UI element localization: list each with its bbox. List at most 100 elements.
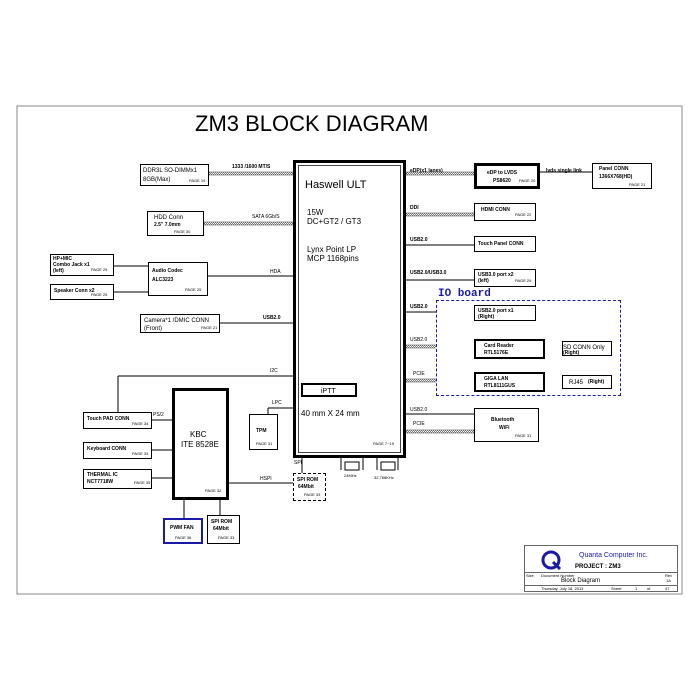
- lpc-label: LPC: [272, 400, 282, 406]
- doc-number-label: Document Number: [541, 573, 575, 578]
- camera-page: PAGE 21: [201, 325, 218, 330]
- ddr-label: DDR3L SO-DIMMx1: [143, 168, 198, 174]
- title-block-divider-2: [525, 585, 677, 586]
- camera-label: Camera*1 /DMIC CONN: [144, 318, 210, 324]
- ddr-page: PAGE 19: [189, 178, 206, 183]
- edp-bridge-label: eDP to LVDS: [487, 170, 518, 176]
- pwm-fan-label: PWM FAN: [170, 525, 194, 531]
- lan-bus-label: PCIE: [413, 371, 425, 377]
- io-board-label: IO board: [438, 288, 491, 300]
- diagram-title: ZM3 BLOCK DIAGRAM: [195, 111, 429, 136]
- company-name: Quanta Computer Inc.: [579, 552, 648, 559]
- tpm-label: TPM: [256, 428, 267, 434]
- kbc-spi-rom-size: 64Mbit: [213, 526, 229, 532]
- pwm-fan-block: PWM FAN PAGE 36: [163, 518, 203, 544]
- title-block-divider: [525, 572, 677, 573]
- sd-conn-label: SD CONN Only: [563, 345, 605, 351]
- bt-usb-label: USB2.0: [410, 407, 428, 413]
- i2c-label: I2C: [270, 368, 278, 374]
- panel-label: Panel CONN: [599, 166, 629, 172]
- pch-spi-rom-page: PAGE 33: [304, 492, 321, 497]
- camera-location: (Front): [144, 326, 162, 332]
- keyboard-label: Keyboard CONN: [87, 446, 127, 452]
- cpu-graphics: DC+GT2 / GT3: [307, 217, 362, 226]
- hda-bus-label: HDA: [270, 269, 281, 275]
- usb3-port-label: USB3.0 port x2: [478, 272, 514, 278]
- bt-pcie-bus: [405, 429, 475, 434]
- kbc-block: KBC ITE 8528E PAGE 32: [172, 388, 229, 500]
- touch-bus-label: USB2.0: [410, 237, 428, 243]
- hdd-size: 2.5" 7.0mm: [154, 222, 181, 228]
- kbc-spi-rom-block: SPI ROM 64Mbit PAGE 33: [207, 515, 240, 544]
- ddr-capacity: 8GB(Max): [143, 177, 171, 183]
- sd-conn-side: (Right): [563, 350, 580, 356]
- thermal-block: THERMAL IC NCT7718W PAGE 35: [83, 469, 152, 489]
- thermal-page: PAGE 35: [134, 480, 151, 485]
- usb3-bus-label: USB2.0/USB3.0: [410, 270, 447, 276]
- bt-label: Bluetooth: [491, 417, 515, 423]
- edp-bus-label: eDP(x1 lanes): [410, 168, 443, 174]
- iptt-block: iPTT: [301, 383, 357, 397]
- hdmi-label: HDMI CONN: [481, 207, 510, 213]
- cpu-size: 40 mm X 24 mm: [301, 409, 360, 418]
- cpu-inner-border: [298, 165, 401, 453]
- panel-resolution: 1366X768(HD): [599, 174, 633, 180]
- panel-page: PAGE 21: [629, 182, 646, 187]
- usb3-port-block: USB3.0 port x2 (left) PAGE 29: [474, 269, 536, 287]
- edp-bridge-part: PS8620: [493, 178, 511, 184]
- title-block: Quanta Computer Inc. PROJECT : ZM3 Size …: [524, 545, 678, 592]
- edp-bridge-page: PAGE 20: [519, 178, 536, 183]
- card-reader-part: RTL5176E: [484, 350, 509, 356]
- touchpad-page: PAGE 34: [132, 421, 149, 426]
- card-reader-block: Card Reader RTL5176E: [474, 339, 545, 359]
- hpmic-block: HP+MIC Combo Jack x1 (left) PAGE 25: [50, 254, 114, 276]
- sata-bus: [203, 221, 294, 226]
- hdmi-page: PAGE 22: [515, 212, 532, 217]
- kbc-spi-rom-page: PAGE 33: [218, 535, 235, 540]
- speaker-page: PAGE 25: [91, 292, 108, 297]
- rj45-label: RJ45: [569, 380, 584, 386]
- sd-conn-block: SD CONN Only (Right): [562, 341, 612, 356]
- hdmi-block: HDMI CONN PAGE 22: [474, 203, 536, 221]
- tpm-block: TPM PAGE 31: [249, 414, 278, 450]
- ddi-bus: [405, 212, 475, 217]
- rev-value: 1A: [666, 578, 671, 583]
- cpu-tdp: 15W: [307, 208, 324, 217]
- bt-wifi-page: PAGE 31: [515, 433, 532, 438]
- panel-block: Panel CONN 1366X768(HD) PAGE 21: [592, 163, 652, 189]
- giga-lan-part: RTL8111GUS: [484, 383, 516, 389]
- pch-name: Lynx Point LP: [307, 245, 357, 254]
- pch-spi-rom-label: SPI ROM: [297, 477, 319, 483]
- hpmic-combo: Combo Jack x1: [53, 262, 90, 268]
- touchpad-block: Touch PAD CONN PAGE 34: [83, 412, 152, 429]
- ddr-bus: [208, 171, 294, 176]
- speaker-label: Speaker Conn x2: [54, 288, 95, 294]
- ddr-bus-label: 1333 /1600 MT/S: [232, 164, 271, 170]
- usb2-bus-label: USB2.0: [410, 304, 428, 310]
- cpu-name: Haswell ULT: [305, 179, 367, 191]
- doc-name: Block Diagram: [561, 578, 601, 584]
- touchpad-label: Touch PAD CONN: [87, 416, 130, 422]
- crystal-rtc-label: 32.768KHz: [374, 475, 394, 480]
- iptt-label: iPTT: [321, 388, 336, 395]
- sheet-frame: [16, 105, 683, 595]
- sata-bus-label: SATA 6Gb/S: [252, 214, 280, 220]
- rj45-block: RJ45 (Right): [562, 375, 612, 389]
- card-reader-label: Card Reader: [484, 343, 514, 349]
- pch-spi-rom-block: SPI ROM 64Mbit PAGE 33: [293, 473, 326, 501]
- ps2-label: PS/2: [153, 412, 164, 418]
- usb3-port-page: PAGE 29: [515, 278, 532, 283]
- camera-block: Camera*1 /DMIC CONN (Front) PAGE 21: [140, 314, 220, 333]
- quanta-logo-icon: [541, 550, 562, 570]
- pch-spi-rom-size: 64Mbit: [298, 484, 314, 490]
- edp-bridge-block: eDP to LVDS PS8620 PAGE 20: [474, 163, 540, 189]
- kbc-label: KBC: [190, 430, 207, 439]
- thermal-label: THERMAL IC: [87, 472, 118, 478]
- usb2-port-block: USB2.0 port x1 (Right): [474, 305, 536, 321]
- bt-pcie-label: PCIE: [413, 421, 425, 427]
- usb2-port-label: USB2.0 port x1: [478, 308, 514, 314]
- pwm-fan-page: PAGE 36: [175, 535, 192, 540]
- spi-label: SPI: [294, 460, 303, 466]
- sheet-label: Sheet: [611, 586, 622, 591]
